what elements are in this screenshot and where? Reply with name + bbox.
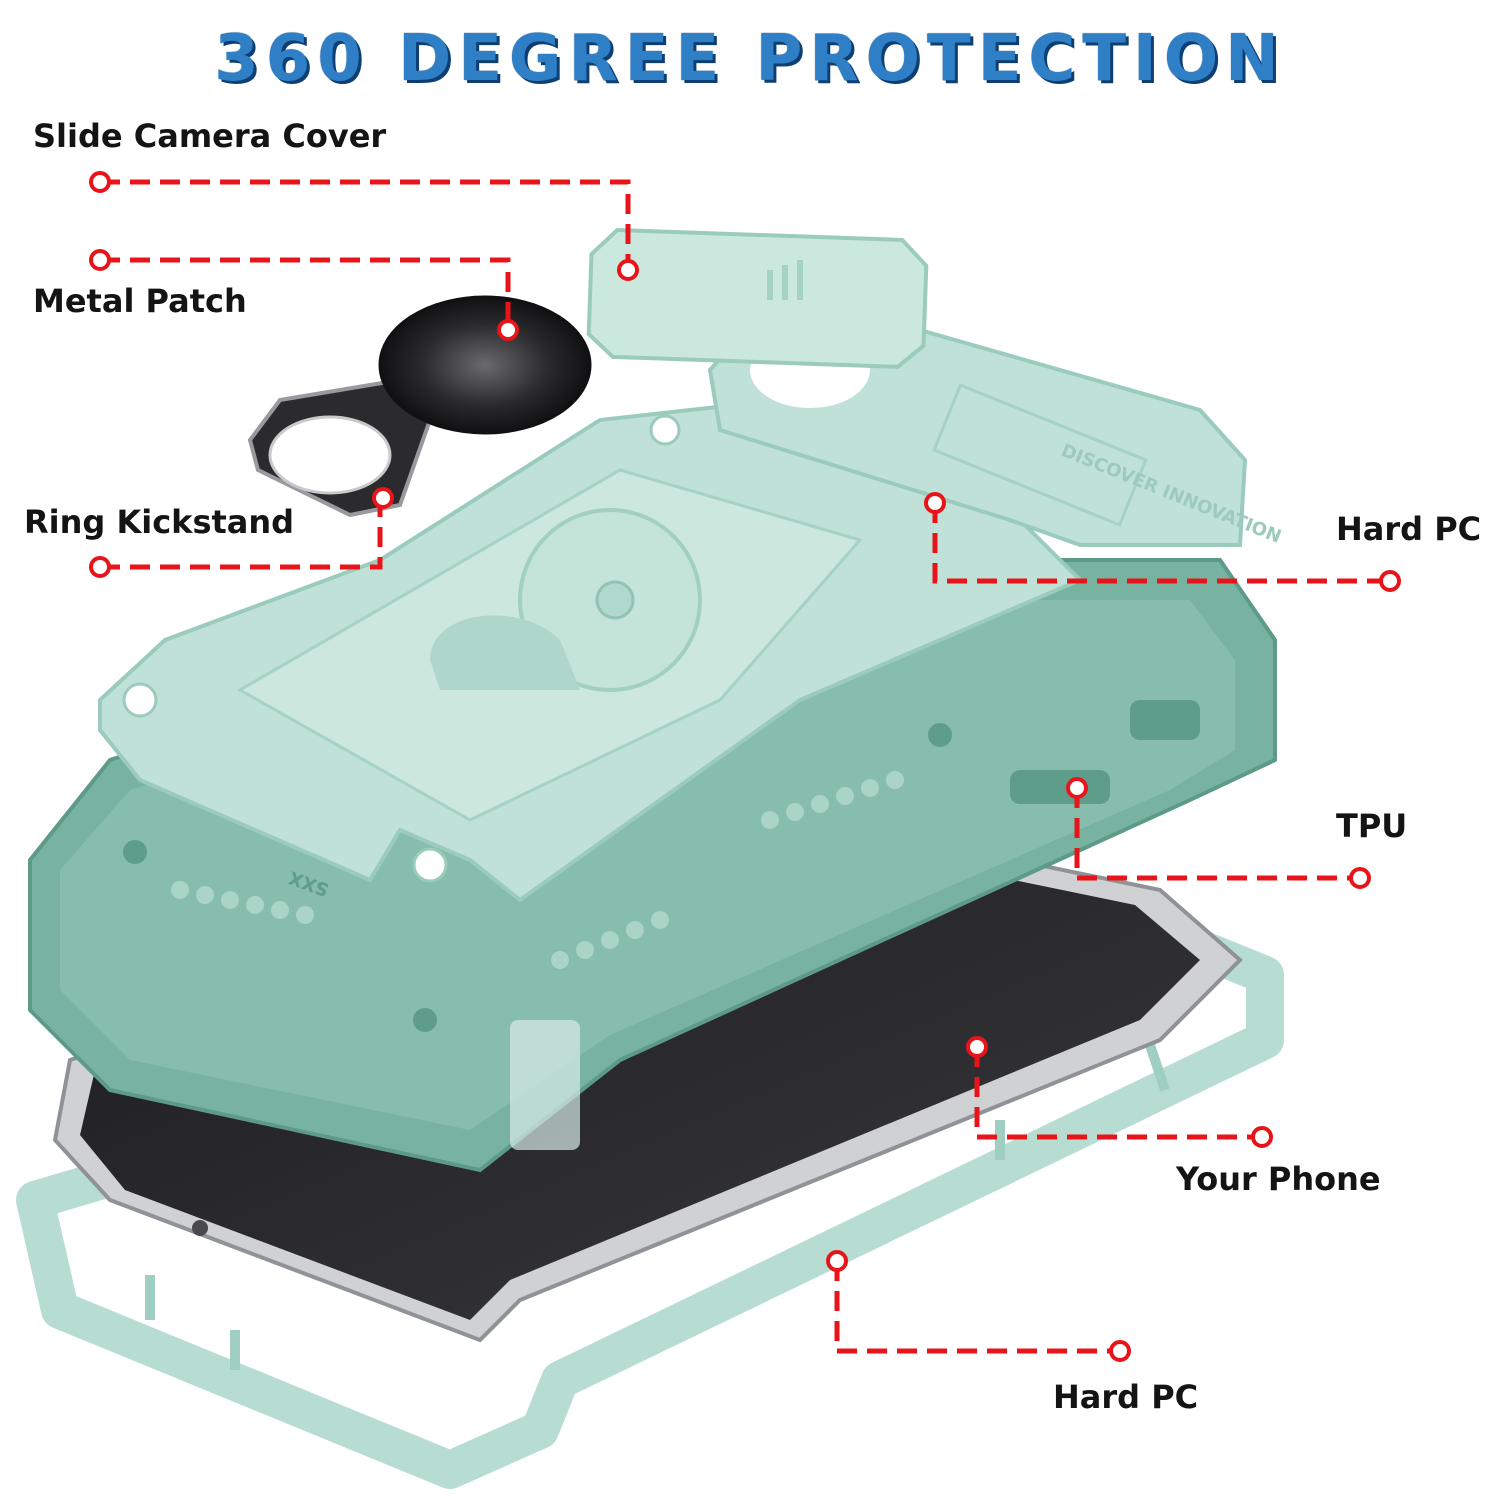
headline: 360 DEGREE PROTECTION — [214, 22, 1286, 96]
label-hard-pc-top: Hard PC — [1336, 510, 1482, 548]
label-ring-kickstand: Ring Kickstand — [24, 503, 295, 541]
label-tpu: TPU — [1336, 807, 1408, 845]
ring-kickstand — [247, 295, 592, 518]
label-slide-camera-cover: Slide Camera Cover — [33, 117, 387, 155]
leader-lines — [100, 179, 1390, 1354]
leader-slide-camera-cover — [100, 179, 631, 270]
leader-hard-pc-top — [932, 503, 1390, 584]
leader-hard-pc-bottom — [834, 1261, 1120, 1354]
label-metal-patch: Metal Patch — [33, 282, 247, 320]
camera-cover-assembly — [586, 227, 1248, 547]
label-your-phone: Your Phone — [1176, 1160, 1381, 1198]
leader-metal-patch — [100, 257, 511, 330]
leader-your-phone — [974, 1047, 1262, 1140]
upper-hard-pc-plate — [98, 397, 1084, 903]
leader-ring-kickstand — [100, 498, 383, 570]
leader-tpu — [1074, 788, 1360, 881]
leader-end-dots — [89, 171, 1401, 1362]
label-hard-pc-bottom: Hard PC — [1053, 1378, 1199, 1416]
